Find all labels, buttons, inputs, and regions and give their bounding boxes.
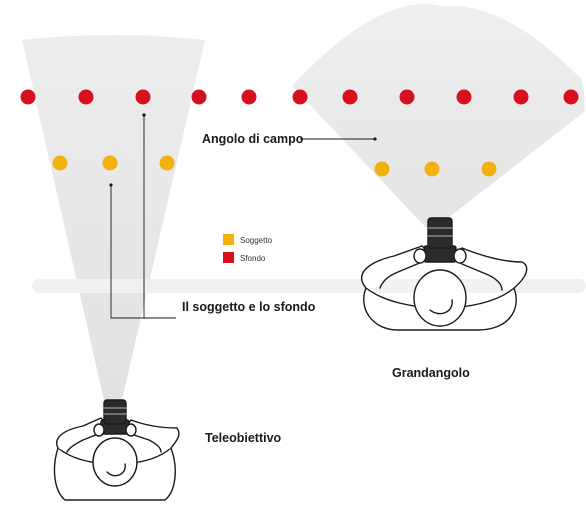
wide-angle-view-cone [292, 4, 585, 232]
background-dot [399, 89, 415, 105]
telephoto-label: Teleobiettivo [205, 431, 282, 445]
background-dot [563, 89, 579, 105]
leader-dot-background [142, 113, 146, 117]
wide-angle-label: Grandangolo [392, 366, 470, 380]
subject-dot [52, 155, 68, 171]
background-dot [135, 89, 151, 105]
telephoto-view-cone [22, 35, 205, 400]
background-dot [20, 89, 36, 105]
background-dot [342, 89, 358, 105]
photographer-wide-angle-icon [360, 217, 528, 331]
legend-background-label: Sfondo [240, 254, 266, 263]
legend: Soggetto Sfondo [223, 234, 273, 263]
background-dot [78, 89, 94, 105]
leader-dot-subject [109, 183, 113, 187]
background-dot [191, 89, 207, 105]
subject-dot [102, 155, 118, 171]
subject-dots [52, 155, 497, 177]
background-dot [241, 89, 257, 105]
background-dot [456, 89, 472, 105]
subject-background-label: Il soggetto e lo sfondo [182, 300, 316, 314]
legend-subject-swatch [223, 234, 234, 245]
photographer-telephoto-icon [53, 399, 180, 501]
subject-background-leaders [110, 115, 176, 319]
legend-background-swatch [223, 252, 234, 263]
background-dots [20, 89, 579, 105]
subject-dot [159, 155, 175, 171]
background-dot [513, 89, 529, 105]
subject-dot [481, 161, 497, 177]
legend-subject-label: Soggetto [240, 236, 273, 245]
angle-of-view-label: Angolo di campo [202, 132, 304, 146]
background-dot [292, 89, 308, 105]
subject-dot [374, 161, 390, 177]
leader-dot-angle [373, 137, 377, 141]
subject-dot [424, 161, 440, 177]
